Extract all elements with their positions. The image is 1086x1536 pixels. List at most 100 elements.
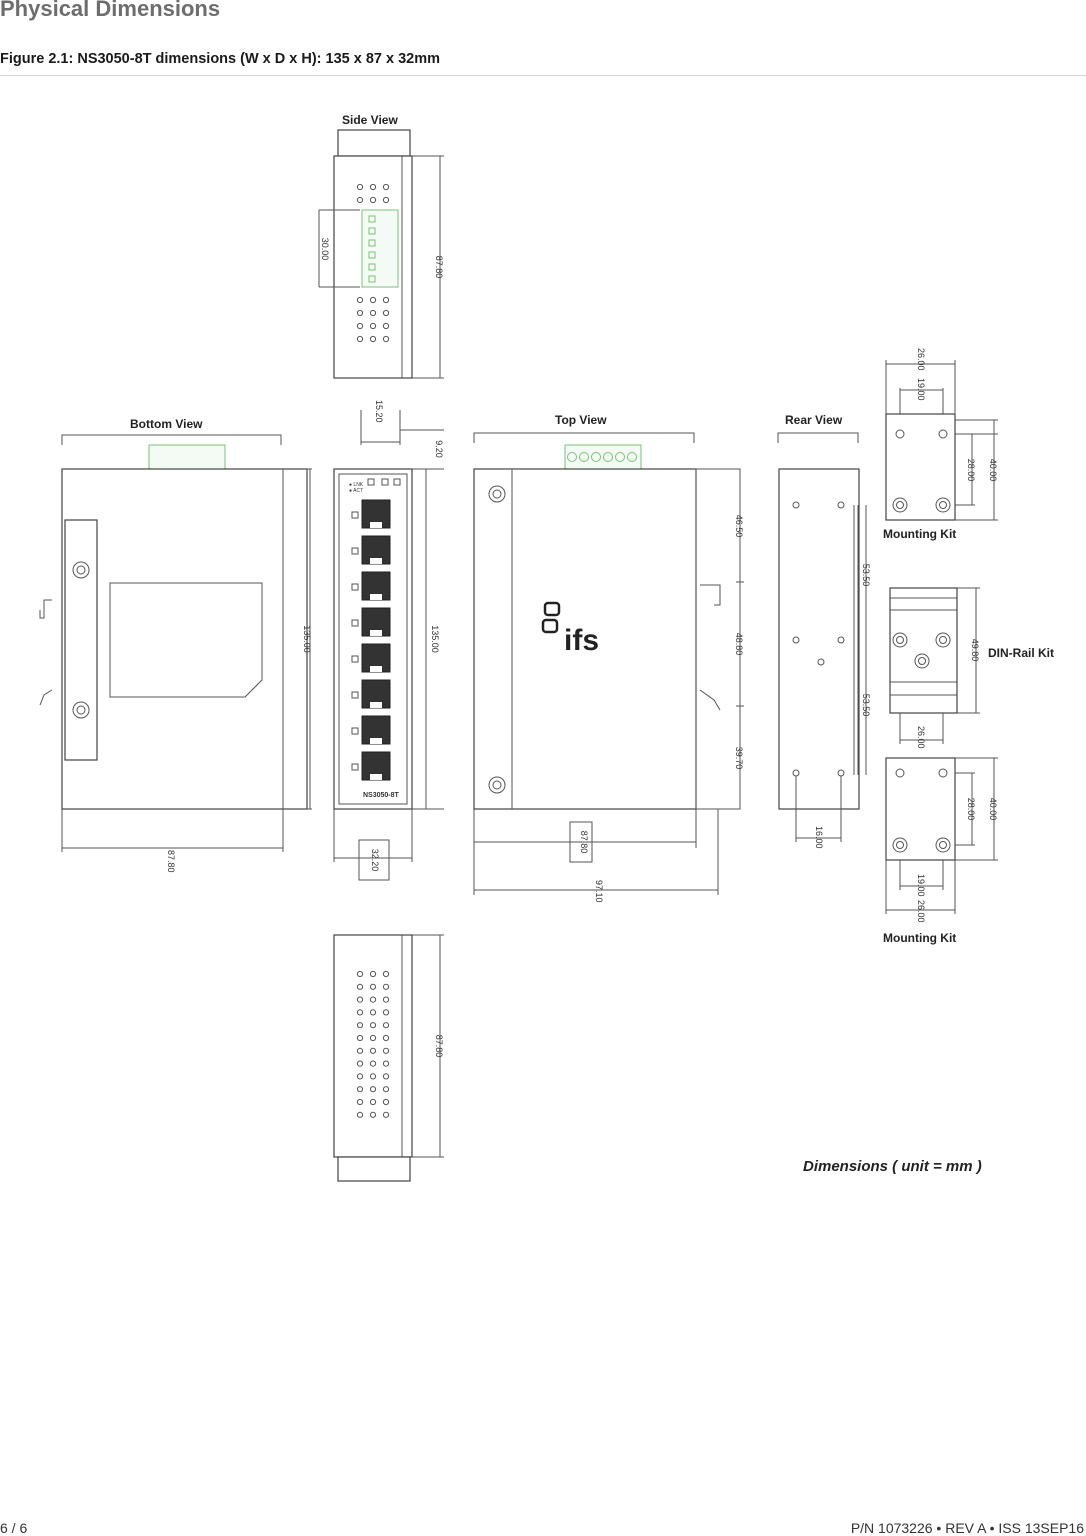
- vent-hole: [382, 196, 390, 204]
- dim-46-50: 46.50: [734, 515, 744, 538]
- dim-87-80-top: 87.80: [579, 831, 589, 854]
- dim-9-20: 9.20: [434, 440, 444, 458]
- vent-hole: [356, 296, 364, 304]
- vent-hole: [369, 1098, 377, 1106]
- vent-hole: [369, 1073, 377, 1080]
- vent-hole: [356, 1047, 364, 1054]
- vent-hole: [356, 1111, 364, 1118]
- din-rail-kit-title: DIN-Rail Kit: [988, 646, 1054, 660]
- dim-53-50-a: 53.50: [861, 564, 871, 587]
- vent-hole: [382, 983, 390, 990]
- dim-53-50-b: 53.50: [861, 694, 871, 717]
- dim-26-upper: 26.00: [916, 348, 926, 371]
- vent-hole: [382, 1009, 390, 1016]
- vent-hole: [356, 1060, 364, 1067]
- top-view-title: Top View: [555, 413, 607, 427]
- svg-text:● LNK: ● LNK: [349, 482, 364, 488]
- front-model-label: NS3050-8T: [363, 792, 400, 799]
- unit-note: Dimensions ( unit = mm ): [803, 1158, 982, 1175]
- vent-hole: [382, 309, 390, 317]
- svg-text:● ACT: ● ACT: [349, 488, 363, 494]
- front-view: 15.20 9.20 ● LNK ● ACT NS3050-8T 135.00 …: [333, 400, 444, 881]
- vent-hole: [382, 1034, 390, 1042]
- mounting-kit-title-lower: Mounting Kit: [883, 931, 956, 945]
- figure-caption: Figure 2.1: NS3050-8T dimensions (W x D …: [0, 51, 440, 67]
- dim-16-rear: 16.00: [814, 826, 824, 849]
- vent-hole: [356, 183, 364, 191]
- vent-hole: [382, 1022, 390, 1029]
- port-led: [351, 763, 359, 771]
- mounting-kit-lower: 28.00 40.00 19.00 26.00 Mounting Kit: [883, 757, 998, 945]
- rj45-latch: [370, 594, 382, 600]
- vent-hole: [369, 309, 377, 317]
- port-led: [351, 547, 359, 555]
- rear-view: Rear View 53.50 53.50 16.00: [777, 413, 871, 849]
- rj45-latch: [370, 702, 382, 708]
- vent-hole: [356, 1073, 364, 1080]
- rj45-latch: [370, 738, 382, 744]
- vent-hole: [356, 1022, 364, 1029]
- dim-87-80-bottom: 87.80: [166, 850, 176, 873]
- vent-hole: [382, 322, 390, 330]
- ifs-logo: ifs: [541, 601, 599, 657]
- vent-hole: [369, 196, 377, 204]
- port-led: [351, 583, 359, 591]
- dim-28-lower: 28.00: [966, 798, 976, 821]
- rj45-latch: [370, 666, 382, 672]
- terminal-pin: [579, 452, 589, 462]
- vent-hole: [369, 1009, 377, 1016]
- terminal-pin: [368, 251, 376, 259]
- dim-28-upper: 28.00: [966, 459, 976, 482]
- terminal-pin: [368, 263, 376, 271]
- vent-hole: [356, 196, 364, 204]
- vent-hole: [382, 1047, 390, 1054]
- dim-135-bottom: 135.00: [302, 625, 312, 653]
- port-led: [351, 727, 359, 735]
- vent-hole: [369, 1111, 377, 1118]
- vent-hole: [369, 296, 377, 304]
- vent-hole: [369, 322, 377, 330]
- vent-hole: [369, 1086, 377, 1093]
- vent-hole: [382, 296, 390, 304]
- port-led: [351, 691, 359, 699]
- vent-hole: [369, 335, 377, 343]
- vent-hole: [369, 183, 377, 191]
- vent-hole: [356, 970, 364, 978]
- rj45-latch: [370, 630, 382, 636]
- dim-26-din: 26.00: [916, 726, 926, 749]
- dim-40-upper: 40.00: [988, 459, 998, 482]
- vent-hole: [356, 1086, 364, 1093]
- top-view: Top View ifs 46.50 48.80 39.70 87.80 97.: [473, 413, 744, 903]
- dim-26-lower: 26.00: [916, 900, 926, 923]
- terminal-pin: [368, 275, 376, 283]
- port-led: [351, 619, 359, 627]
- header-divider: [0, 75, 1086, 76]
- vent-hole: [369, 1034, 377, 1042]
- terminal-pin: [627, 452, 637, 462]
- dim-15-20: 15.20: [374, 400, 384, 423]
- rj45-port: [361, 643, 391, 673]
- mounting-kit-upper: 26.00 19.00 28.00 40.00 Mounting Kit: [883, 348, 998, 541]
- terminal-pin: [567, 452, 577, 462]
- vent-hole: [356, 983, 364, 990]
- rear-view-title: Rear View: [785, 413, 843, 427]
- vent-hole: [369, 983, 377, 990]
- port-led: [351, 655, 359, 663]
- din-rail-kit: 49.80 DIN-Rail Kit 26.00: [889, 587, 1054, 749]
- vent-hole: [369, 1022, 377, 1029]
- vent-hole: [369, 1047, 377, 1054]
- page-number: 6 / 6: [0, 1520, 28, 1536]
- dim-48-80: 48.80: [734, 633, 744, 656]
- dim-40-lower: 40.00: [988, 798, 998, 821]
- dim-39-70: 39.70: [734, 747, 744, 770]
- dim-97-10: 97.10: [594, 880, 604, 903]
- dim-87-80-side: 87.80: [434, 256, 444, 279]
- terminal-pin: [615, 452, 625, 462]
- terminal-pin: [603, 452, 613, 462]
- port-led: [351, 511, 359, 519]
- vent-hole: [369, 1060, 377, 1067]
- vent-hole: [382, 1073, 390, 1080]
- page-heading: Physical Dimensions: [0, 0, 221, 21]
- dimensions-drawing: Side View 30.00 87.80 Bottom View 87.80: [39, 113, 1054, 1182]
- terminal-pin: [591, 452, 601, 462]
